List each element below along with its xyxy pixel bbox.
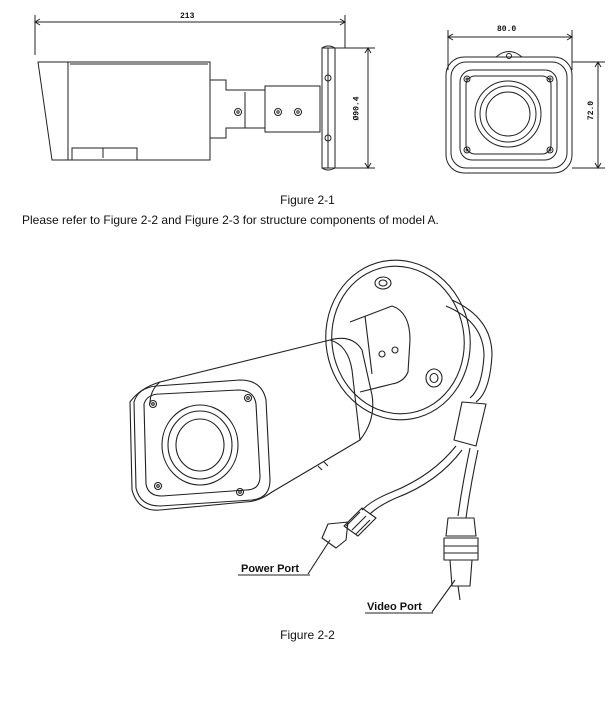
camera-side-view-drawing [34, 15, 375, 171]
video-port-label: Video Port [367, 601, 422, 613]
figure-2-1-caption: Figure 2-1 [280, 193, 335, 207]
body-paragraph: Please refer to Figure 2-2 and Figure 2-… [22, 213, 439, 227]
figure-2-2-caption: Figure 2-2 [280, 628, 335, 642]
width-dimension-label: 80.0 [497, 25, 517, 34]
length-dimension-label: 213 [180, 12, 195, 21]
camera-front-view-drawing [445, 30, 605, 174]
power-port-label: Power Port [241, 563, 300, 575]
